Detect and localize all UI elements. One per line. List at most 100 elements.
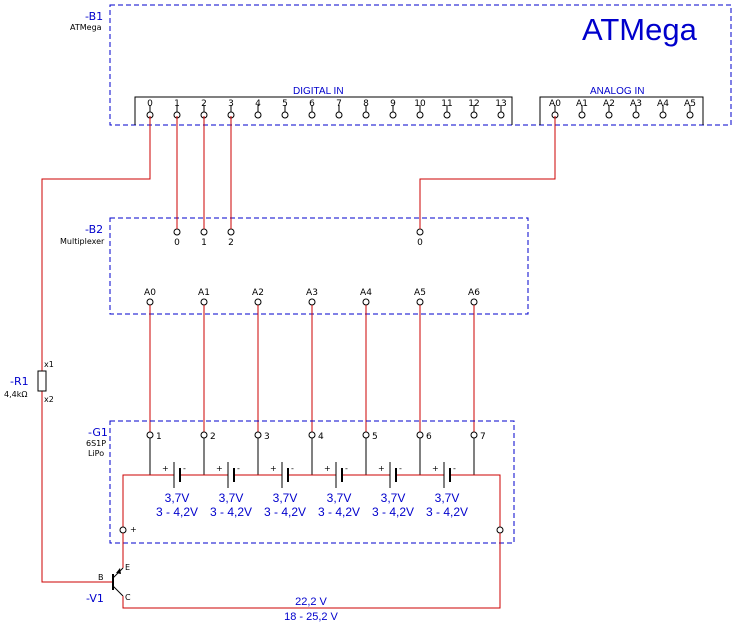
- b1-analog-pin-label: A5: [684, 99, 696, 109]
- b2-channel-pin-terminal: [254, 298, 262, 306]
- r1-resistor: -R1 4,4kΩ x1 x2: [4, 360, 54, 404]
- b1-digital-pin-label: 7: [336, 99, 342, 109]
- b1-digital-pin-terminal: [389, 111, 397, 119]
- g1-tap-pin-label: 4: [318, 432, 324, 442]
- b2-channel-pin-terminal: [416, 298, 424, 306]
- b1-digital-pin-label: 5: [282, 99, 288, 109]
- b1-digital-pin-label: 11: [441, 99, 452, 109]
- g1-tap-pin-terminal: [470, 431, 478, 439]
- pack-total-range: 18 - 25,2 V: [284, 611, 338, 623]
- b1-analog-pin-terminal: [632, 111, 640, 119]
- wire-d0-base: [41, 116, 151, 583]
- g1-tap-pin-label: 1: [156, 432, 162, 442]
- v1-collector-label: C: [125, 593, 131, 602]
- g1-cell-range: 3 - 4,2V: [372, 505, 414, 519]
- b1-atmega-block: -B1 ATMega ATMega DIGITAL IN ANALOG IN 0…: [70, 4, 732, 126]
- g1-cell-nominal: 3,7V: [273, 491, 298, 505]
- b2-signal-pin-terminal: [416, 228, 424, 236]
- g1-tap-pin-label: 5: [372, 432, 378, 442]
- b1-analog-pin-terminal: [578, 111, 586, 119]
- v1-transistor: B E C -V1: [86, 533, 501, 609]
- g1-cell-nominal: 3,7V: [381, 491, 406, 505]
- b2-select-pin-terminal: [200, 228, 208, 236]
- b1-name: ATMega: [70, 23, 102, 32]
- g1-frame: [109, 420, 515, 544]
- b1-digital-pin-label: 4: [255, 99, 261, 109]
- b1-digital-pin-label: 10: [414, 99, 426, 109]
- g1-tap-pin-terminal: [308, 431, 316, 439]
- b1-analog-connector: [539, 96, 704, 125]
- b1-digital-pin-terminal: [254, 111, 262, 119]
- b2-signal-pin-label: 0: [417, 238, 423, 248]
- b1-digital-pin-terminal: [443, 111, 451, 119]
- wire-a0-signal: [419, 116, 556, 229]
- v1-arrow-icon: [116, 568, 121, 574]
- b1-analog-pin-label: A3: [630, 99, 642, 109]
- g1-tap-pin-terminal: [254, 431, 262, 439]
- g1-ref: -G1: [88, 426, 108, 439]
- g1-cell-plus-label: +: [378, 464, 385, 473]
- b2-ref: -B2: [85, 223, 103, 236]
- b2-channel-pin-label: A2: [252, 288, 264, 298]
- g1-tap-pin-label: 3: [264, 432, 270, 442]
- b2-name: Multiplexer: [60, 237, 105, 246]
- r1-pin-x2: x2: [44, 395, 54, 404]
- b1-digital-pin-label: 13: [495, 99, 506, 109]
- g1-tap-pin-terminal: [416, 431, 424, 439]
- b2-select-pin-label: 1: [201, 238, 207, 248]
- g1-cell-plus-label: +: [270, 464, 277, 473]
- g1-cell-plus-label: +: [162, 464, 169, 473]
- g1-cell-plus-label: +: [432, 464, 439, 473]
- g1-cell-minus-label: -: [399, 464, 402, 473]
- b1-digital-pin-terminal: [470, 111, 478, 119]
- b2-channel-pin-label: A3: [306, 288, 318, 298]
- g1-tap-pin-terminal: [146, 431, 154, 439]
- g1-name: 6S1P: [86, 439, 106, 448]
- b1-digital-pin-terminal: [281, 111, 289, 119]
- wires-control: [41, 116, 556, 583]
- g1-cell-minus-label: -: [237, 464, 240, 473]
- b1-digital-pin-label: 6: [309, 99, 315, 109]
- b1-digital-pin-label: 0: [147, 99, 153, 109]
- g1-tap-pin-terminal: [362, 431, 370, 439]
- b1-digital-pin-label: 12: [468, 99, 479, 109]
- b1-analog-in-label: ANALOG IN: [590, 86, 644, 97]
- g1-plus-terminal: [119, 526, 127, 534]
- b1-analog-pin-label: A0: [549, 99, 561, 109]
- b1-analog-pin-label: A4: [657, 99, 669, 109]
- b1-digital-connector: [134, 96, 513, 125]
- g1-cell-nominal: 3,7V: [219, 491, 244, 505]
- b2-channel-pin-label: A1: [198, 288, 210, 298]
- b1-digital-pin-terminal: [335, 111, 343, 119]
- g1-type: LiPo: [88, 449, 104, 458]
- g1-tap-pin-label: 2: [210, 432, 216, 442]
- r1-value: 4,4kΩ: [4, 390, 27, 399]
- wires-taps: [149, 305, 475, 432]
- b1-digital-pin-terminal: [497, 111, 505, 119]
- v1-emitter-label: E: [125, 563, 130, 572]
- g1-plus-label: +: [130, 525, 137, 534]
- b2-frame: [109, 217, 529, 315]
- v1-collector-leg: [112, 585, 124, 597]
- g1-cell-plus-label: +: [216, 464, 223, 473]
- g1-minus-terminal: [496, 526, 504, 534]
- b1-digital-in-label: DIGITAL IN: [293, 86, 344, 97]
- b2-select-pin-terminal: [227, 228, 235, 236]
- g1-tap-pin-terminal: [200, 431, 208, 439]
- b2-channel-pin-terminal: [308, 298, 316, 306]
- b2-channel-pin-label: A6: [468, 288, 480, 298]
- b2-channel-pin-terminal: [362, 298, 370, 306]
- b1-frame: [109, 4, 732, 126]
- b2-channel-pin-label: A5: [414, 288, 426, 298]
- b1-digital-pin-label: 1: [174, 99, 180, 109]
- g1-tap-pin-label: 6: [426, 432, 432, 442]
- g1-cell-plus-label: +: [324, 464, 331, 473]
- wire-collector-minus: [122, 533, 501, 609]
- b1-digital-pin-label: 2: [201, 99, 207, 109]
- b2-select-pin-label: 2: [228, 238, 234, 248]
- b1-digital-pin-terminal: [416, 111, 424, 119]
